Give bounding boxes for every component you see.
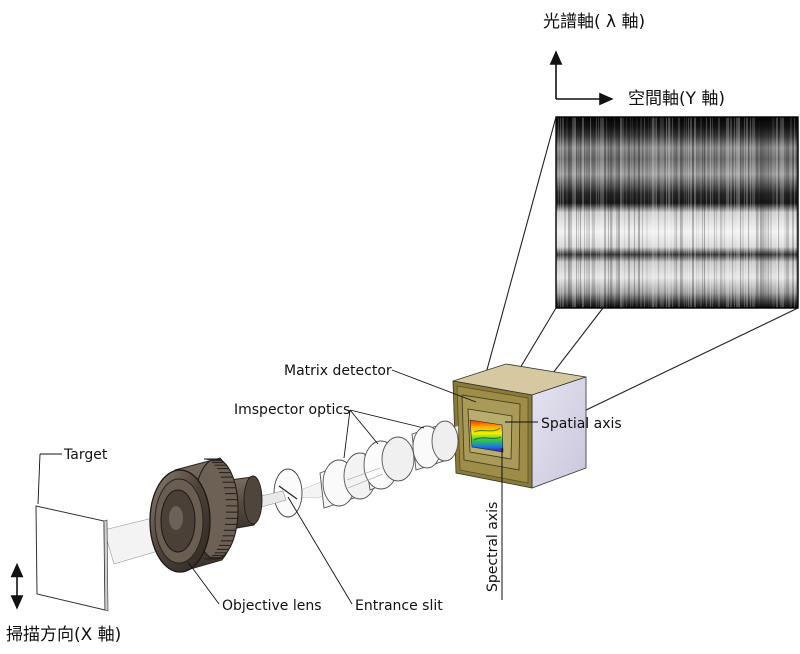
focus-ring-knurl bbox=[204, 458, 238, 560]
spatial-axis-cjk-label: 空間軸(Y 軸) bbox=[628, 89, 725, 109]
target-plane bbox=[35, 505, 109, 612]
objective-lens-label: Objective lens bbox=[222, 598, 322, 614]
spectral-image-stripes bbox=[556, 117, 798, 308]
imspector-optics bbox=[282, 420, 459, 509]
axis-indicator: 光譜軸( λ 軸) 空間軸(Y 軸) bbox=[543, 12, 725, 109]
matrix-detector-label: Matrix detector bbox=[284, 363, 392, 379]
target-label: Target bbox=[63, 447, 108, 463]
matrix-detector bbox=[452, 363, 587, 489]
imspector-optics-leaders bbox=[343, 409, 425, 459]
spectral-axis-label: Spectral axis bbox=[485, 502, 501, 592]
spectral-axis-cjk-label: 光譜軸( λ 軸) bbox=[543, 12, 645, 32]
imspector-optics-label: Imspector optics bbox=[234, 402, 350, 418]
entrance-slit-label: Entrance slit bbox=[355, 598, 443, 614]
spectral-image bbox=[555, 116, 799, 309]
spectral-patch bbox=[469, 419, 504, 453]
objective-lens bbox=[149, 457, 263, 573]
entrance-slit bbox=[273, 468, 303, 518]
spatial-axis-label: Spatial axis bbox=[541, 416, 622, 432]
scan-direction-label: 掃描方向(X 軸) bbox=[6, 625, 121, 645]
